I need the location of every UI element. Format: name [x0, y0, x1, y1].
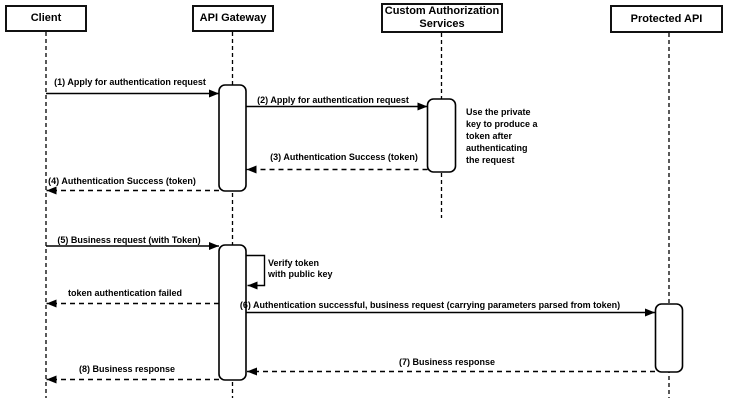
- actor-custom-authorization-services: Custom Authorization Services: [381, 3, 503, 33]
- self-message-verify-token-label: Verify token with public key: [268, 258, 333, 279]
- message-6-label: (6) Authentication successful, business …: [239, 300, 621, 310]
- message-1-label: (1) Apply for authentication request: [54, 77, 206, 87]
- message-8-label: (8) Business response: [78, 364, 176, 374]
- actor-api-gateway: API Gateway: [192, 5, 274, 32]
- protected-api-activation: [654, 303, 684, 373]
- message-3-label: (3) Authentication Success (token): [270, 152, 418, 162]
- gateway-activation-auth: [218, 84, 247, 192]
- private-key-note: Use the private key to produce a token a…: [466, 107, 538, 165]
- message-5-label: (5) Business request (with Token): [57, 235, 201, 245]
- actor-client: Client: [5, 5, 87, 32]
- actor-protected-api: Protected API: [610, 5, 723, 33]
- gateway-activation-business: [218, 244, 247, 381]
- self-message-verify-token-arrow: [246, 254, 266, 290]
- message-4-label: (4) Authentication Success (token): [48, 176, 196, 186]
- message-7-label: (7) Business response: [398, 357, 496, 367]
- message-token-failed-label: token authentication failed: [67, 288, 183, 298]
- custom-authorization-activation: [426, 98, 457, 173]
- message-2-label: (2) Apply for authentication request: [257, 95, 409, 105]
